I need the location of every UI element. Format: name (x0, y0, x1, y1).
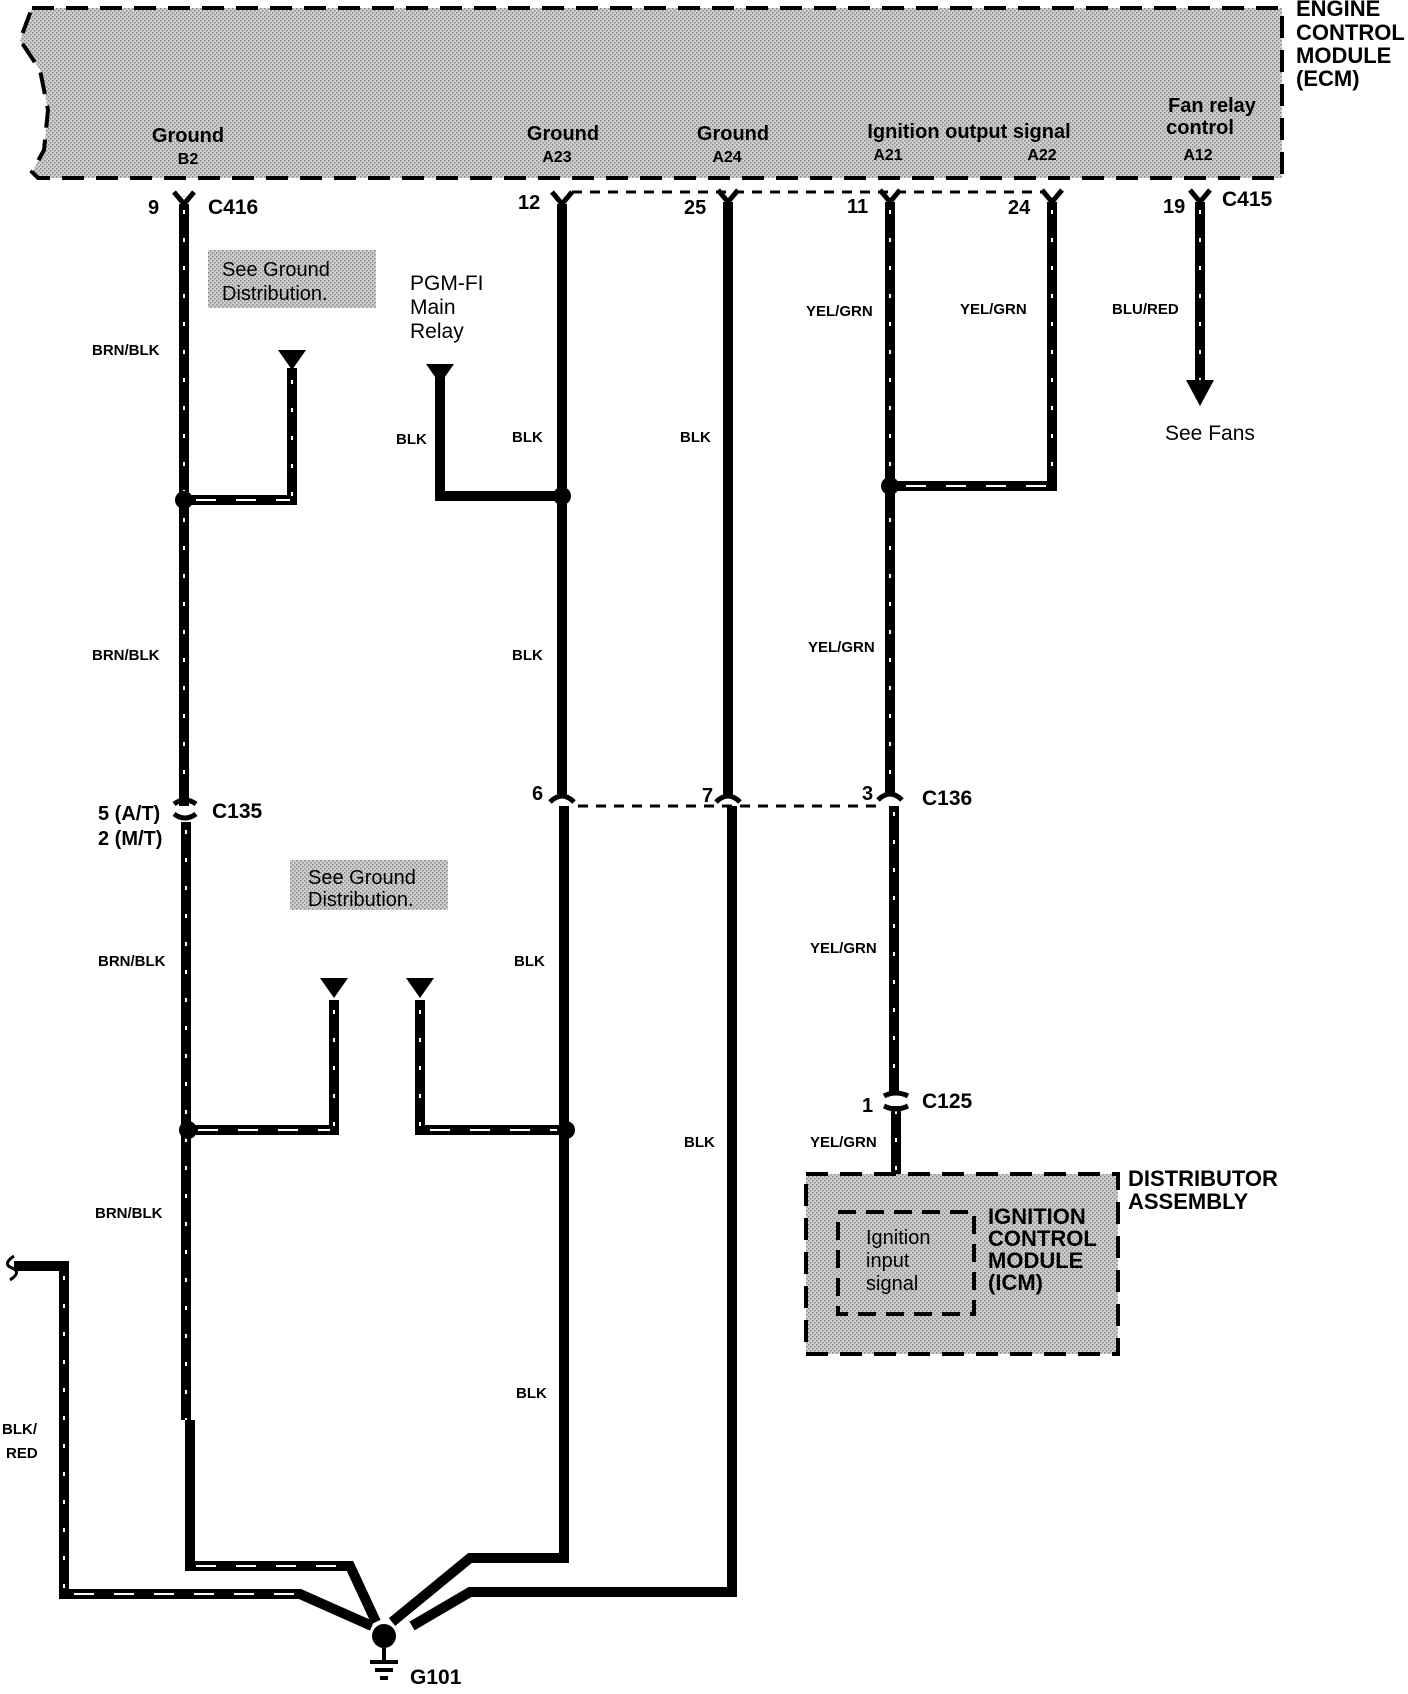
c136-pin-7: 7 (702, 785, 713, 807)
label-brn-blk-2: BRN/BLK (92, 647, 160, 664)
distributor-title-2: ASSEMBLY (1128, 1189, 1249, 1214)
c136-pin-3: 3 (862, 783, 873, 805)
wire-pgm-relay (426, 364, 562, 501)
label-yel-grn-5: YEL/GRN (810, 1134, 877, 1151)
ecm-terminal-a23-name: Ground (527, 123, 599, 145)
c135-pin-mt: 2 (M/T) (98, 828, 162, 850)
ground-distribution-note-1: See Ground Distribution. (208, 250, 376, 308)
splice-points (175, 477, 899, 1139)
ecm-box: ENGINE CONTROL MODULE (ECM) Ground B2 Gr… (17, 0, 1405, 180)
icm-title-4: (ICM) (988, 1270, 1043, 1295)
label-brn-blk-4: BRN/BLK (95, 1205, 163, 1222)
label-blk-4: BLK (512, 647, 543, 664)
pgm-relay-line-3: Relay (410, 320, 464, 343)
wire-labels: BRN/BLK BRN/BLK BRN/BLK BRN/BLK BLK BLK … (2, 301, 1179, 1462)
note-1-line-1: See Ground (222, 259, 330, 281)
distributor-title-1: DISTRIBUTOR (1128, 1166, 1278, 1191)
label-yel-grn-4: YEL/GRN (810, 940, 877, 957)
pgm-relay-line-2: Main (410, 296, 456, 319)
ecm-terminal-a21-name: Ignition output signal (867, 121, 1070, 143)
wire-ground-dist-1 (184, 350, 306, 505)
c125-pin-1: 1 (862, 1095, 873, 1117)
connector-c125-symbol (882, 1090, 910, 1112)
ecm-terminal-a21-code: A21 (873, 147, 902, 164)
ecm-terminal-a12-name-2: control (1166, 117, 1234, 139)
ecm-title-line-3: MODULE (1296, 43, 1391, 68)
pin-24: 24 (1008, 197, 1031, 219)
icm-input-line-1: Ignition (866, 1227, 931, 1249)
icm-input-line-3: signal (866, 1273, 918, 1295)
ecm-terminal-a22-code: A22 (1027, 147, 1056, 164)
ecm-title-line-1: ENGINE (1296, 0, 1380, 21)
label-yel-grn-2: YEL/GRN (960, 301, 1027, 318)
pin-11: 11 (847, 196, 868, 218)
label-blk-5: BLK (514, 953, 545, 970)
note-2-line-2: Distribution. (308, 889, 414, 911)
wire-blk-a24 (409, 202, 737, 1631)
label-blu-red: BLU/RED (1112, 301, 1179, 318)
ecm-terminal-a24-code: A24 (712, 149, 741, 166)
label-brn-blk-3: BRN/BLK (98, 953, 166, 970)
icm-title-1: IGNITION (988, 1204, 1086, 1229)
connector-c135-symbol (172, 797, 198, 821)
ecm-terminal-a12-name-1: Fan relay (1168, 95, 1257, 117)
ecm-title-line-4: (ECM) (1296, 66, 1360, 91)
ground-g101-icon (370, 1624, 398, 1680)
pin-25: 25 (684, 197, 706, 219)
label-blk-red-2: RED (6, 1445, 38, 1462)
icm-title-2: CONTROL (988, 1226, 1097, 1251)
wire-yel-grn-a21 (885, 202, 901, 1212)
ground-g101-label: G101 (410, 1666, 462, 1689)
distributor-assembly: DISTRIBUTOR ASSEMBLY Ignition input sign… (804, 1166, 1278, 1356)
icm-title-3: MODULE (988, 1248, 1083, 1273)
connector-c136-symbol (548, 791, 904, 804)
c135-pin-at: 5 (A/T) (98, 803, 160, 825)
pgm-relay-line-1: PGM-FI (410, 272, 484, 295)
connector-c415: C415 (1222, 188, 1273, 211)
wire-blk-a23 (388, 204, 569, 1626)
ecm-terminal-a12-code: A12 (1183, 147, 1212, 164)
see-fans-label: See Fans (1165, 422, 1255, 445)
label-blk-red-1: BLK/ (2, 1421, 38, 1438)
wire-brn-blk-main (179, 204, 381, 1625)
ecm-terminal-a24-name: Ground (697, 123, 769, 145)
connector-c125: C125 (922, 1090, 973, 1113)
label-blk-6: BLK (684, 1134, 715, 1151)
connector-c416: C416 (208, 196, 258, 219)
wire-ground-dist-2 (186, 978, 564, 1135)
label-yel-grn-1: YEL/GRN (806, 303, 873, 320)
icm-input-line-2: input (866, 1250, 910, 1272)
note-1-line-2: Distribution. (222, 283, 328, 305)
ecm-terminal-b2-name: Ground (152, 125, 224, 147)
note-2-line-1: See Ground (308, 867, 416, 889)
label-yel-grn-3: YEL/GRN (808, 639, 875, 656)
pin-12: 12 (518, 192, 540, 214)
wire-blk-red (6, 1254, 375, 1631)
connector-c136: C136 (922, 787, 972, 810)
pin-19: 19 (1163, 196, 1185, 218)
label-blk-3: BLK (680, 429, 711, 446)
connector-c135: C135 (212, 800, 263, 823)
label-blk-7: BLK (516, 1385, 547, 1402)
label-blk-2: BLK (512, 429, 543, 446)
label-brn-blk-1: BRN/BLK (92, 342, 160, 359)
c136-pin-6: 6 (532, 783, 543, 805)
ecm-terminal-a23-code: A23 (542, 149, 571, 166)
wire-yel-grn-a22 (890, 202, 1057, 491)
pin-9: 9 (148, 197, 159, 219)
icm-input-box (836, 1210, 976, 1316)
ecm-title-line-2: CONTROL (1296, 20, 1405, 45)
label-blk-1: BLK (396, 431, 427, 448)
wire-blu-red-fans (1186, 202, 1214, 406)
ground-distribution-note-2: See Ground Distribution. (290, 860, 448, 911)
ecm-terminal-b2-code: B2 (178, 151, 199, 168)
